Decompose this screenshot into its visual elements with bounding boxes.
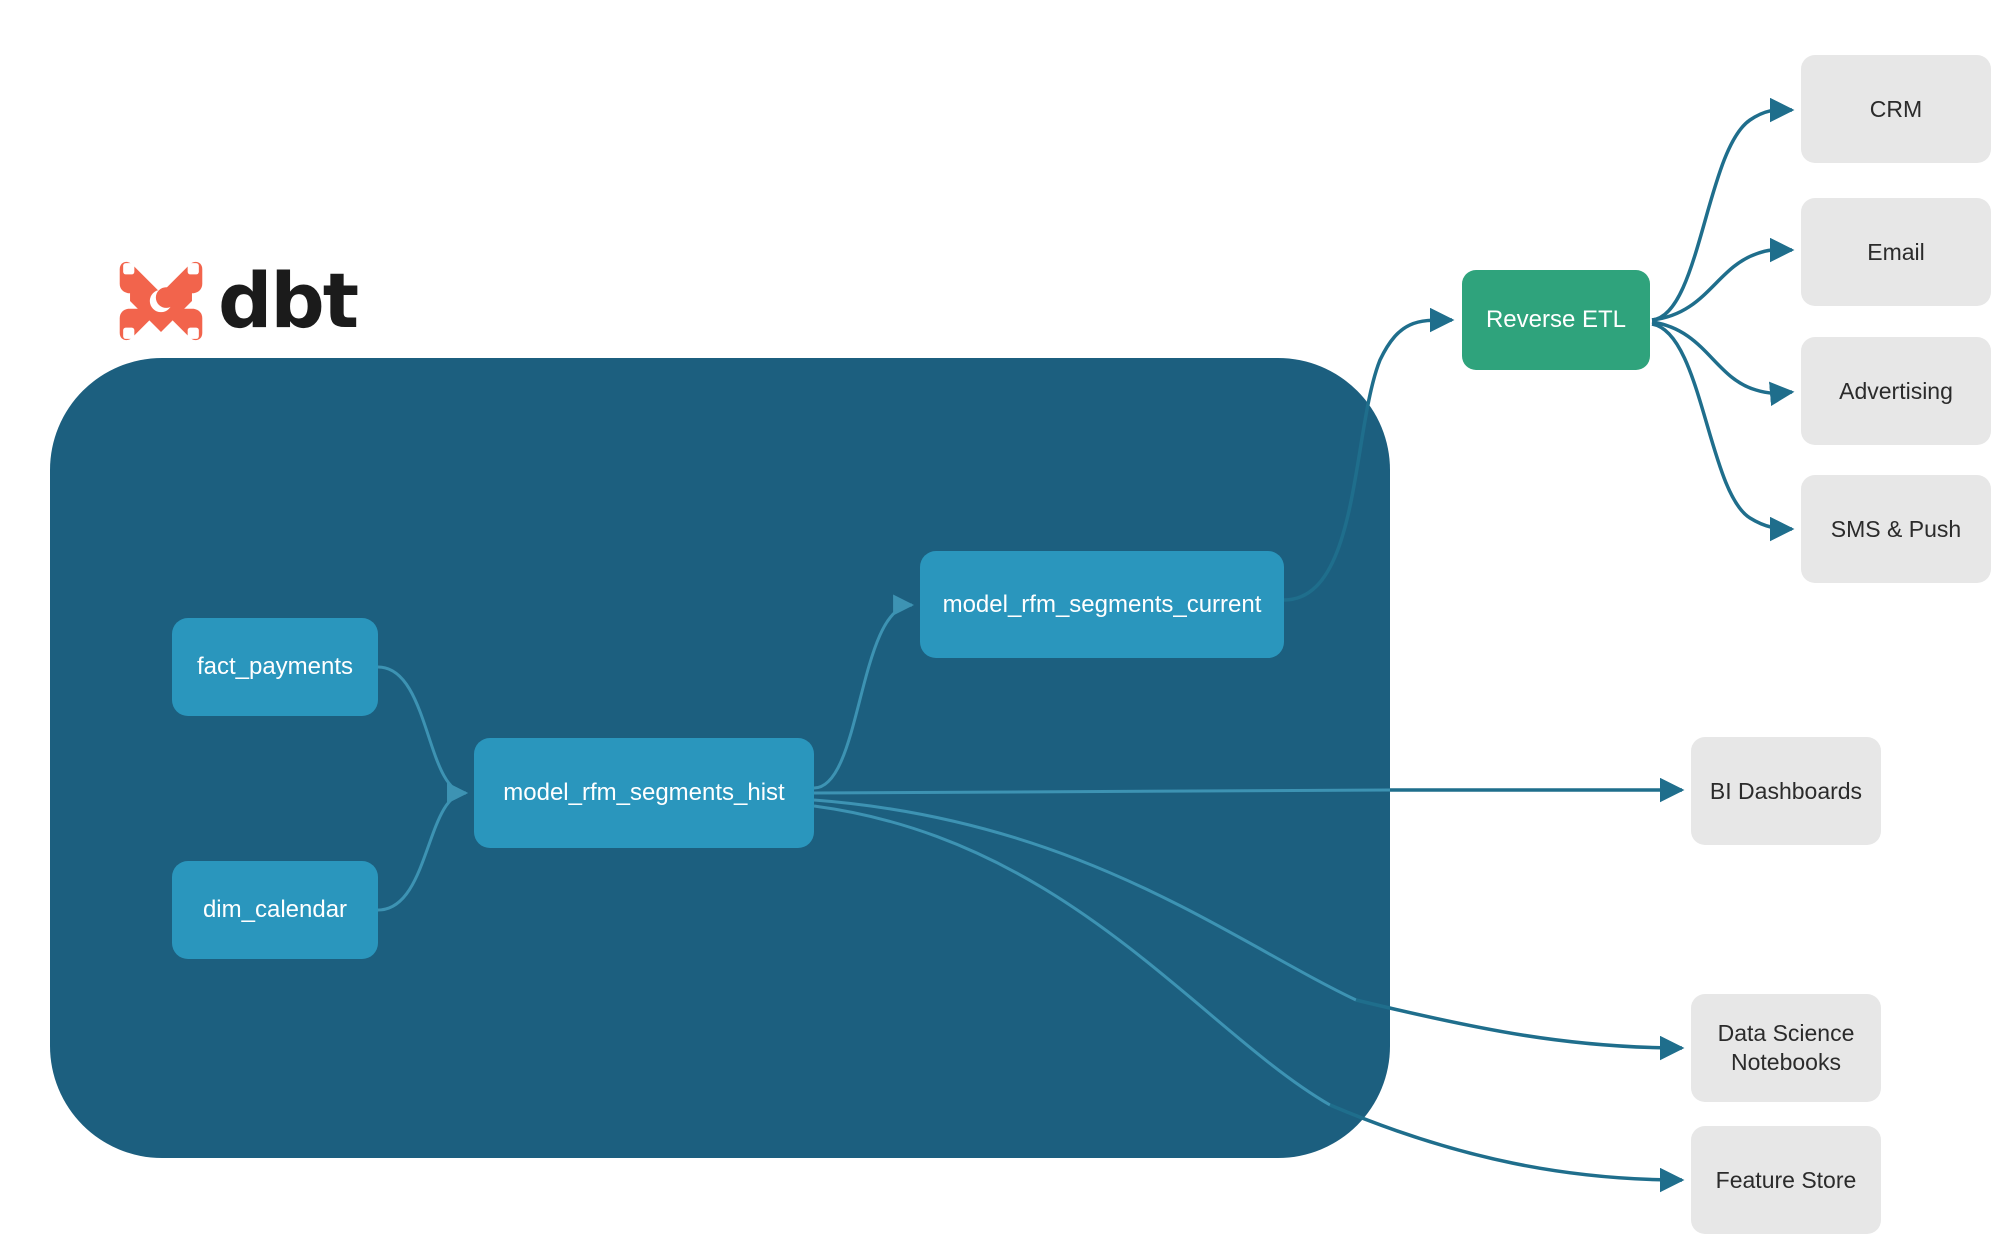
edge-reverse-etl-to-crm — [1651, 97, 1795, 322]
destination-node-data-science-notebooks[interactable]: Data Science Notebooks — [1691, 994, 1881, 1102]
destination-node-email[interactable]: Email — [1801, 198, 1991, 306]
destination-node-bi-dashboards[interactable]: BI Dashboards — [1691, 737, 1881, 845]
destination-node-crm[interactable]: CRM — [1801, 55, 1991, 163]
model-node-dim-calendar[interactable]: dim_calendar — [172, 861, 378, 959]
model-node-rfm-segments-current[interactable]: model_rfm_segments_current — [920, 551, 1284, 658]
edge-reverse-etl-to-sms-push — [1651, 322, 1795, 542]
dbt-logo-icon — [119, 261, 203, 341]
edge-reverse-etl-to-email — [1651, 237, 1795, 322]
destination-node-sms-push[interactable]: SMS & Push — [1801, 475, 1991, 583]
reverse-etl-node[interactable]: Reverse ETL — [1462, 270, 1650, 370]
dbt-wordmark: dbt — [218, 256, 359, 345]
edge-to-ds-notebooks — [1355, 998, 1685, 1061]
model-node-rfm-segments-hist[interactable]: model_rfm_segments_hist — [474, 738, 814, 848]
destination-node-advertising[interactable]: Advertising — [1801, 337, 1991, 445]
model-node-fact-payments[interactable]: fact_payments — [172, 618, 378, 716]
edge-to-feature-store — [1329, 1103, 1685, 1193]
edge-reverse-etl-to-advertising — [1651, 320, 1795, 407]
destination-node-feature-store[interactable]: Feature Store — [1691, 1126, 1881, 1234]
dbt-brand-logo: dbt — [118, 255, 359, 347]
